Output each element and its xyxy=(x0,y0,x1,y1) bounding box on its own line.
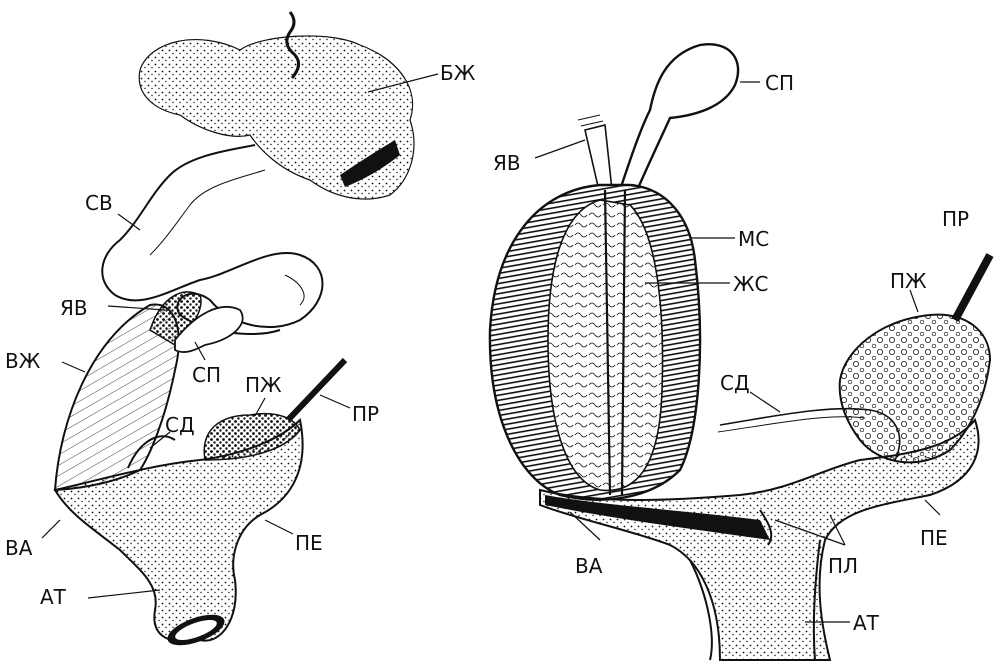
label-left-pzh: ПЖ xyxy=(245,373,282,397)
label-right-ms: МС xyxy=(738,227,769,251)
label-right-yav: ЯВ xyxy=(493,151,521,175)
leader-left-pe xyxy=(265,520,293,534)
left-figure: БЖ СВ ЯВ ВЖ СП ПЖ ПР СД ВА ПЕ АТ xyxy=(5,12,476,652)
label-left-vzh: ВЖ xyxy=(5,349,41,373)
leader-left-at xyxy=(88,590,160,598)
left-convoluted-duct-sv xyxy=(102,145,322,334)
label-left-yav: ЯВ xyxy=(60,296,88,320)
label-right-zhs: ЖС xyxy=(733,272,769,296)
label-right-pzh: ПЖ xyxy=(890,269,927,293)
leader-right-sd xyxy=(750,392,780,412)
right-duct-pr xyxy=(955,255,990,320)
leader-right-pe xyxy=(925,500,940,515)
label-left-sp: СП xyxy=(192,363,221,387)
left-duct-pr xyxy=(288,360,345,420)
leader-left-vzh xyxy=(62,362,85,372)
label-right-pe: ПЕ xyxy=(920,526,948,550)
label-right-pl: ПЛ xyxy=(828,554,858,578)
label-left-pe: ПЕ xyxy=(295,531,323,555)
label-left-va: ВА xyxy=(5,536,33,560)
leader-right-pzh xyxy=(910,290,918,312)
leader-left-pr xyxy=(320,395,350,408)
right-duct-sp xyxy=(620,44,738,195)
leader-left-sv xyxy=(118,214,140,230)
left-gland-bzh xyxy=(139,36,414,199)
label-left-bzh: БЖ xyxy=(440,61,476,85)
label-left-sd: СД xyxy=(165,413,195,437)
label-right-at: АТ xyxy=(853,611,880,635)
label-left-pr: ПР xyxy=(352,402,379,426)
label-right-va: ВА xyxy=(575,554,603,578)
leader-left-va xyxy=(42,520,60,538)
leader-right-yav xyxy=(535,140,585,158)
label-right-pr: ПР xyxy=(942,207,969,231)
label-left-at: АТ xyxy=(40,585,67,609)
label-right-sp: СП xyxy=(765,71,794,95)
right-figure: СП ЯВ МС ЖС ПР ПЖ СД ПЕ ВА ПЛ АТ xyxy=(490,44,990,660)
label-right-sd: СД xyxy=(720,371,750,395)
label-left-sv: СВ xyxy=(85,191,113,215)
